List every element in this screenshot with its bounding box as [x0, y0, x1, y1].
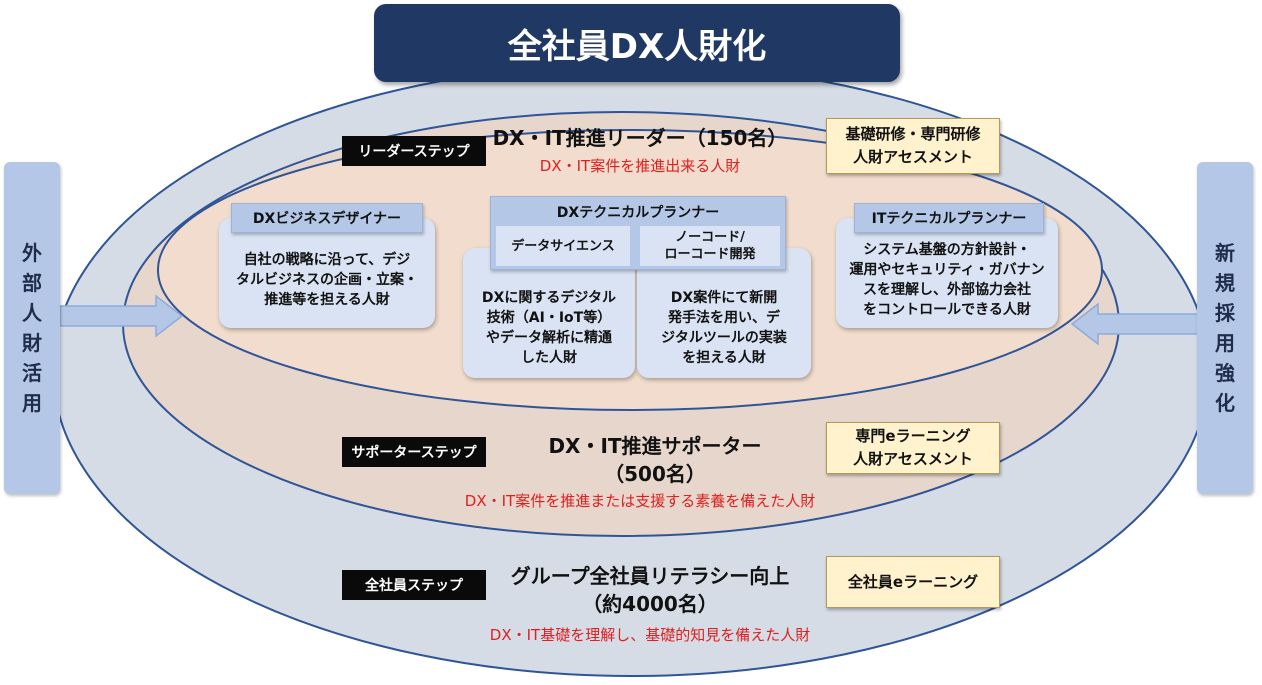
supporter-heading: DX・IT推進サポーター （500名） — [500, 432, 810, 488]
data-science-desc-line: した人財 — [521, 350, 577, 366]
it-planner-desc-line: スを理解し、外部協力会社 — [863, 282, 1031, 298]
all-employee-heading: グループ全社員リテラシー向上 （約4000名） — [490, 562, 810, 618]
supporter-training-line: 人財アセスメント — [853, 450, 973, 468]
left-bar-char: 人 — [22, 301, 42, 325]
it-planner-desc-line: をコントロールできる人財 — [863, 302, 1031, 318]
low-code-desc-line: ジタルツールの実装 — [661, 330, 787, 346]
left-bar-char: 部 — [22, 271, 42, 295]
low-code-label: ノーコード/ ローコード開発 — [640, 226, 780, 266]
page-title: 全社員DX人財化 — [374, 4, 900, 82]
new-hiring-bar: 新 規 採 用 強 化 — [1197, 162, 1253, 494]
data-science-label-text: データサイエンス — [511, 238, 615, 254]
all-employee-training-box: 全社員eラーニング — [826, 556, 1000, 608]
data-science-desc-line: DXに関するデジタル — [481, 290, 617, 306]
supporter-step-tag: サポーターステップ — [342, 437, 486, 467]
it-planner-card: システム基盤の方針設計・ 運用やセキュリティ・ガバナン スを理解し、外部協力会社… — [836, 218, 1058, 328]
left-bar-char: 外 — [22, 241, 42, 265]
biz-designer-label: DXビジネスデザイナー — [231, 203, 423, 233]
biz-designer-card: 自社の戦略に沿って、デジ タルビジネスの企画・立案・ 推進等を担える人財 — [219, 218, 435, 328]
right-bar-char: 用 — [1215, 331, 1235, 355]
leader-training-box: 基礎研修・専門研修 人財アセスメント — [826, 118, 1000, 174]
biz-designer-desc-line: 推進等を担える人財 — [264, 292, 390, 308]
supporter-heading-line: DX・IT推進サポーター — [548, 434, 762, 458]
left-bar-char: 用 — [22, 391, 42, 415]
tech-planner-label: DXテクニカルプランナー — [556, 205, 720, 221]
left-bar-char: 財 — [22, 331, 42, 355]
data-science-desc-line: 技術（AI・IoT等） — [486, 310, 612, 326]
low-code-desc-line: DX案件にて新開 — [670, 290, 778, 306]
biz-designer-desc-line: 自社の戦略に沿って、デジ — [243, 252, 411, 268]
supporter-description: DX・IT案件を推進または支援する素養を備えた人財 — [464, 492, 816, 510]
leader-step-tag: リーダーステップ — [342, 136, 486, 166]
low-code-label-line: ローコード開発 — [664, 247, 756, 262]
it-planner-desc-line: システム基盤の方針設計・ — [863, 242, 1031, 258]
biz-designer-desc-line: タルビジネスの企画・立案・ — [236, 272, 418, 288]
left-arrow-icon — [59, 294, 184, 338]
all-employee-heading-line: グループ全社員リテラシー向上 — [510, 564, 790, 588]
supporter-training-box: 専門eラーニング 人財アセスメント — [826, 422, 1000, 474]
right-bar-char: 化 — [1215, 391, 1235, 415]
right-bar-char: 規 — [1215, 271, 1235, 295]
data-science-desc-line: やデータ解析に精通 — [486, 330, 612, 346]
all-employee-description: DX・IT基礎を理解し、基礎的知見を備えた人財 — [489, 626, 811, 644]
it-planner-label: ITテクニカルプランナー — [854, 203, 1044, 233]
right-arrow-icon — [1070, 302, 1199, 346]
it-planner-desc-line: 運用やセキュリティ・ガバナン — [849, 262, 1045, 278]
low-code-desc-line: を担える人財 — [682, 350, 766, 366]
leader-description: DX・IT案件を推進出来る人財 — [539, 157, 741, 175]
all-employee-step-tag: 全社員ステップ — [342, 570, 486, 600]
right-bar-char: 採 — [1215, 301, 1235, 325]
right-bar-char: 強 — [1215, 361, 1235, 385]
supporter-heading-line: （500名） — [604, 462, 706, 486]
right-bar-char: 新 — [1215, 241, 1235, 265]
left-bar-char: 活 — [22, 361, 42, 385]
external-talent-bar: 外 部 人 財 活 用 — [4, 162, 60, 494]
low-code-label-line: ノーコード/ — [675, 230, 745, 245]
low-code-desc-line: 発手法を用い、デ — [668, 310, 780, 326]
supporter-training-line: 専門eラーニング — [855, 427, 971, 445]
data-science-label: データサイエンス — [496, 226, 630, 266]
all-employee-heading-line: （約4000名） — [582, 592, 718, 616]
leader-training-line: 基礎研修・専門研修 — [845, 125, 981, 143]
leader-heading: DX・IT推進リーダー（150名） — [492, 126, 788, 150]
leader-training-line: 人財アセスメント — [853, 148, 973, 166]
